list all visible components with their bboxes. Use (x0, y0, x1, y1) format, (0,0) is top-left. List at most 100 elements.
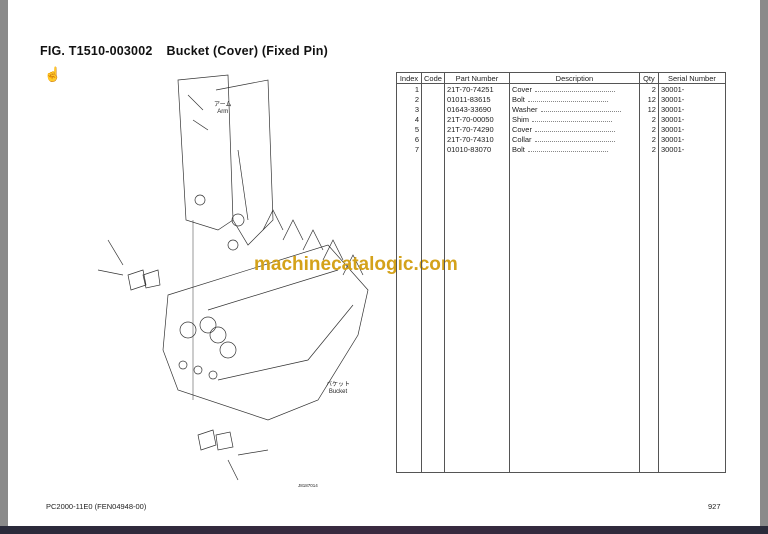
cell-code (421, 94, 445, 104)
cell-qty: 2 (638, 124, 659, 134)
col-code: Code (421, 72, 445, 84)
empty-cell (421, 154, 445, 473)
figure-title: Bucket (Cover) (Fixed Pin) (166, 44, 328, 58)
cell-part: 21T-70-74310 (443, 134, 510, 144)
col-serial: Serial Number (657, 72, 726, 84)
cell-index: 1 (396, 83, 422, 94)
part-text: 01010-83070 (446, 144, 492, 154)
serial-text: 30001- (660, 84, 685, 94)
qty-text: 2 (651, 124, 656, 134)
qty-text: 2 (651, 134, 656, 144)
qty-text: 2 (651, 144, 656, 154)
cell-index: 5 (396, 124, 422, 134)
desc-text: Bolt (511, 144, 525, 154)
table-row: 1 21T-70-74251 Cover 2 30001- (396, 83, 726, 94)
cell-serial: 30001- (657, 124, 726, 134)
cell-desc: Washer (508, 104, 640, 114)
cell-serial: 30001- (657, 134, 726, 144)
cell-desc: Bolt (508, 144, 640, 154)
desc-text: Collar (511, 134, 532, 144)
index-text: 7 (414, 144, 419, 154)
cell-desc: Cover (508, 83, 640, 94)
table-empty-space (396, 154, 726, 473)
empty-cell (396, 154, 422, 473)
part-text: 21T-70-74290 (446, 124, 494, 134)
part-text: 01011-83615 (446, 94, 491, 104)
drawing-code: J8187014 (298, 483, 318, 488)
cell-index: 3 (396, 104, 422, 114)
viewer-bottom-bar (0, 526, 768, 534)
table-row: 6 21T-70-74310 Collar 2 30001- (396, 134, 726, 144)
leader-dots (527, 100, 608, 102)
table-row: 4 21T-70-00050 Shim 2 30001- (396, 114, 726, 124)
parts-table: Index Code Part Number Description Qty S… (396, 72, 726, 473)
parts-diagram (97, 74, 369, 481)
cell-index: 6 (396, 134, 422, 144)
part-text: 01643-33690 (446, 104, 492, 114)
leader-dots (534, 140, 615, 142)
cell-part: 21T-70-74290 (443, 124, 510, 134)
cell-qty: 12 (638, 104, 659, 114)
serial-text: 30001- (660, 144, 685, 154)
cell-index: 7 (396, 144, 422, 154)
desc-text: Bolt (511, 94, 525, 104)
serial-text: 30001- (660, 134, 685, 144)
cell-index: 2 (396, 94, 422, 104)
cell-code (421, 134, 445, 144)
cell-index: 4 (396, 114, 422, 124)
hand-cursor-icon[interactable]: ☝ (44, 66, 62, 82)
cell-code (421, 144, 445, 154)
index-text: 2 (414, 94, 419, 104)
index-text: 6 (414, 134, 419, 144)
cell-desc: Collar (508, 134, 640, 144)
leader-dots (534, 130, 615, 132)
qty-text: 12 (647, 94, 656, 104)
empty-cell (508, 154, 640, 473)
cell-qty: 12 (638, 94, 659, 104)
empty-cell (638, 154, 659, 473)
cell-qty: 2 (638, 134, 659, 144)
leader-dots (540, 110, 621, 112)
cell-code (421, 83, 445, 94)
part-text: 21T-70-74310 (446, 134, 494, 144)
cell-desc: Bolt (508, 94, 640, 104)
empty-cell (657, 154, 726, 473)
page-number: 927 (708, 502, 721, 511)
index-text: 5 (414, 124, 419, 134)
empty-cell (443, 154, 510, 473)
cell-serial: 30001- (657, 114, 726, 124)
index-text: 1 (414, 84, 419, 94)
part-text: 21T-70-00050 (446, 114, 494, 124)
table-row: 7 01010-83070 Bolt 2 30001- (396, 144, 726, 154)
qty-text: 2 (651, 84, 656, 94)
qty-text: 2 (651, 114, 656, 124)
leader-dots (532, 120, 613, 122)
cell-serial: 30001- (657, 94, 726, 104)
cell-desc: Shim (508, 114, 640, 124)
cell-qty: 2 (638, 144, 659, 154)
index-text: 3 (414, 104, 419, 114)
part-text: 21T-70-74251 (446, 84, 494, 94)
cell-code (421, 114, 445, 124)
serial-text: 30001- (660, 114, 685, 124)
col-index: Index (396, 72, 422, 84)
cell-serial: 30001- (657, 144, 726, 154)
cell-code (421, 104, 445, 114)
col-qty: Qty (638, 72, 659, 84)
cell-serial: 30001- (657, 104, 726, 114)
cell-part: 01643-33690 (443, 104, 510, 114)
leader-dots (527, 150, 608, 152)
col-part-number: Part Number (443, 72, 510, 84)
cell-part: 01010-83070 (443, 144, 510, 154)
desc-text: Cover (511, 124, 532, 134)
cell-serial: 30001- (657, 83, 726, 94)
cell-desc: Cover (508, 124, 640, 134)
col-description: Description (508, 72, 640, 84)
cell-part: 21T-70-74251 (443, 83, 510, 94)
cell-code (421, 124, 445, 134)
cell-part: 21T-70-00050 (443, 114, 510, 124)
